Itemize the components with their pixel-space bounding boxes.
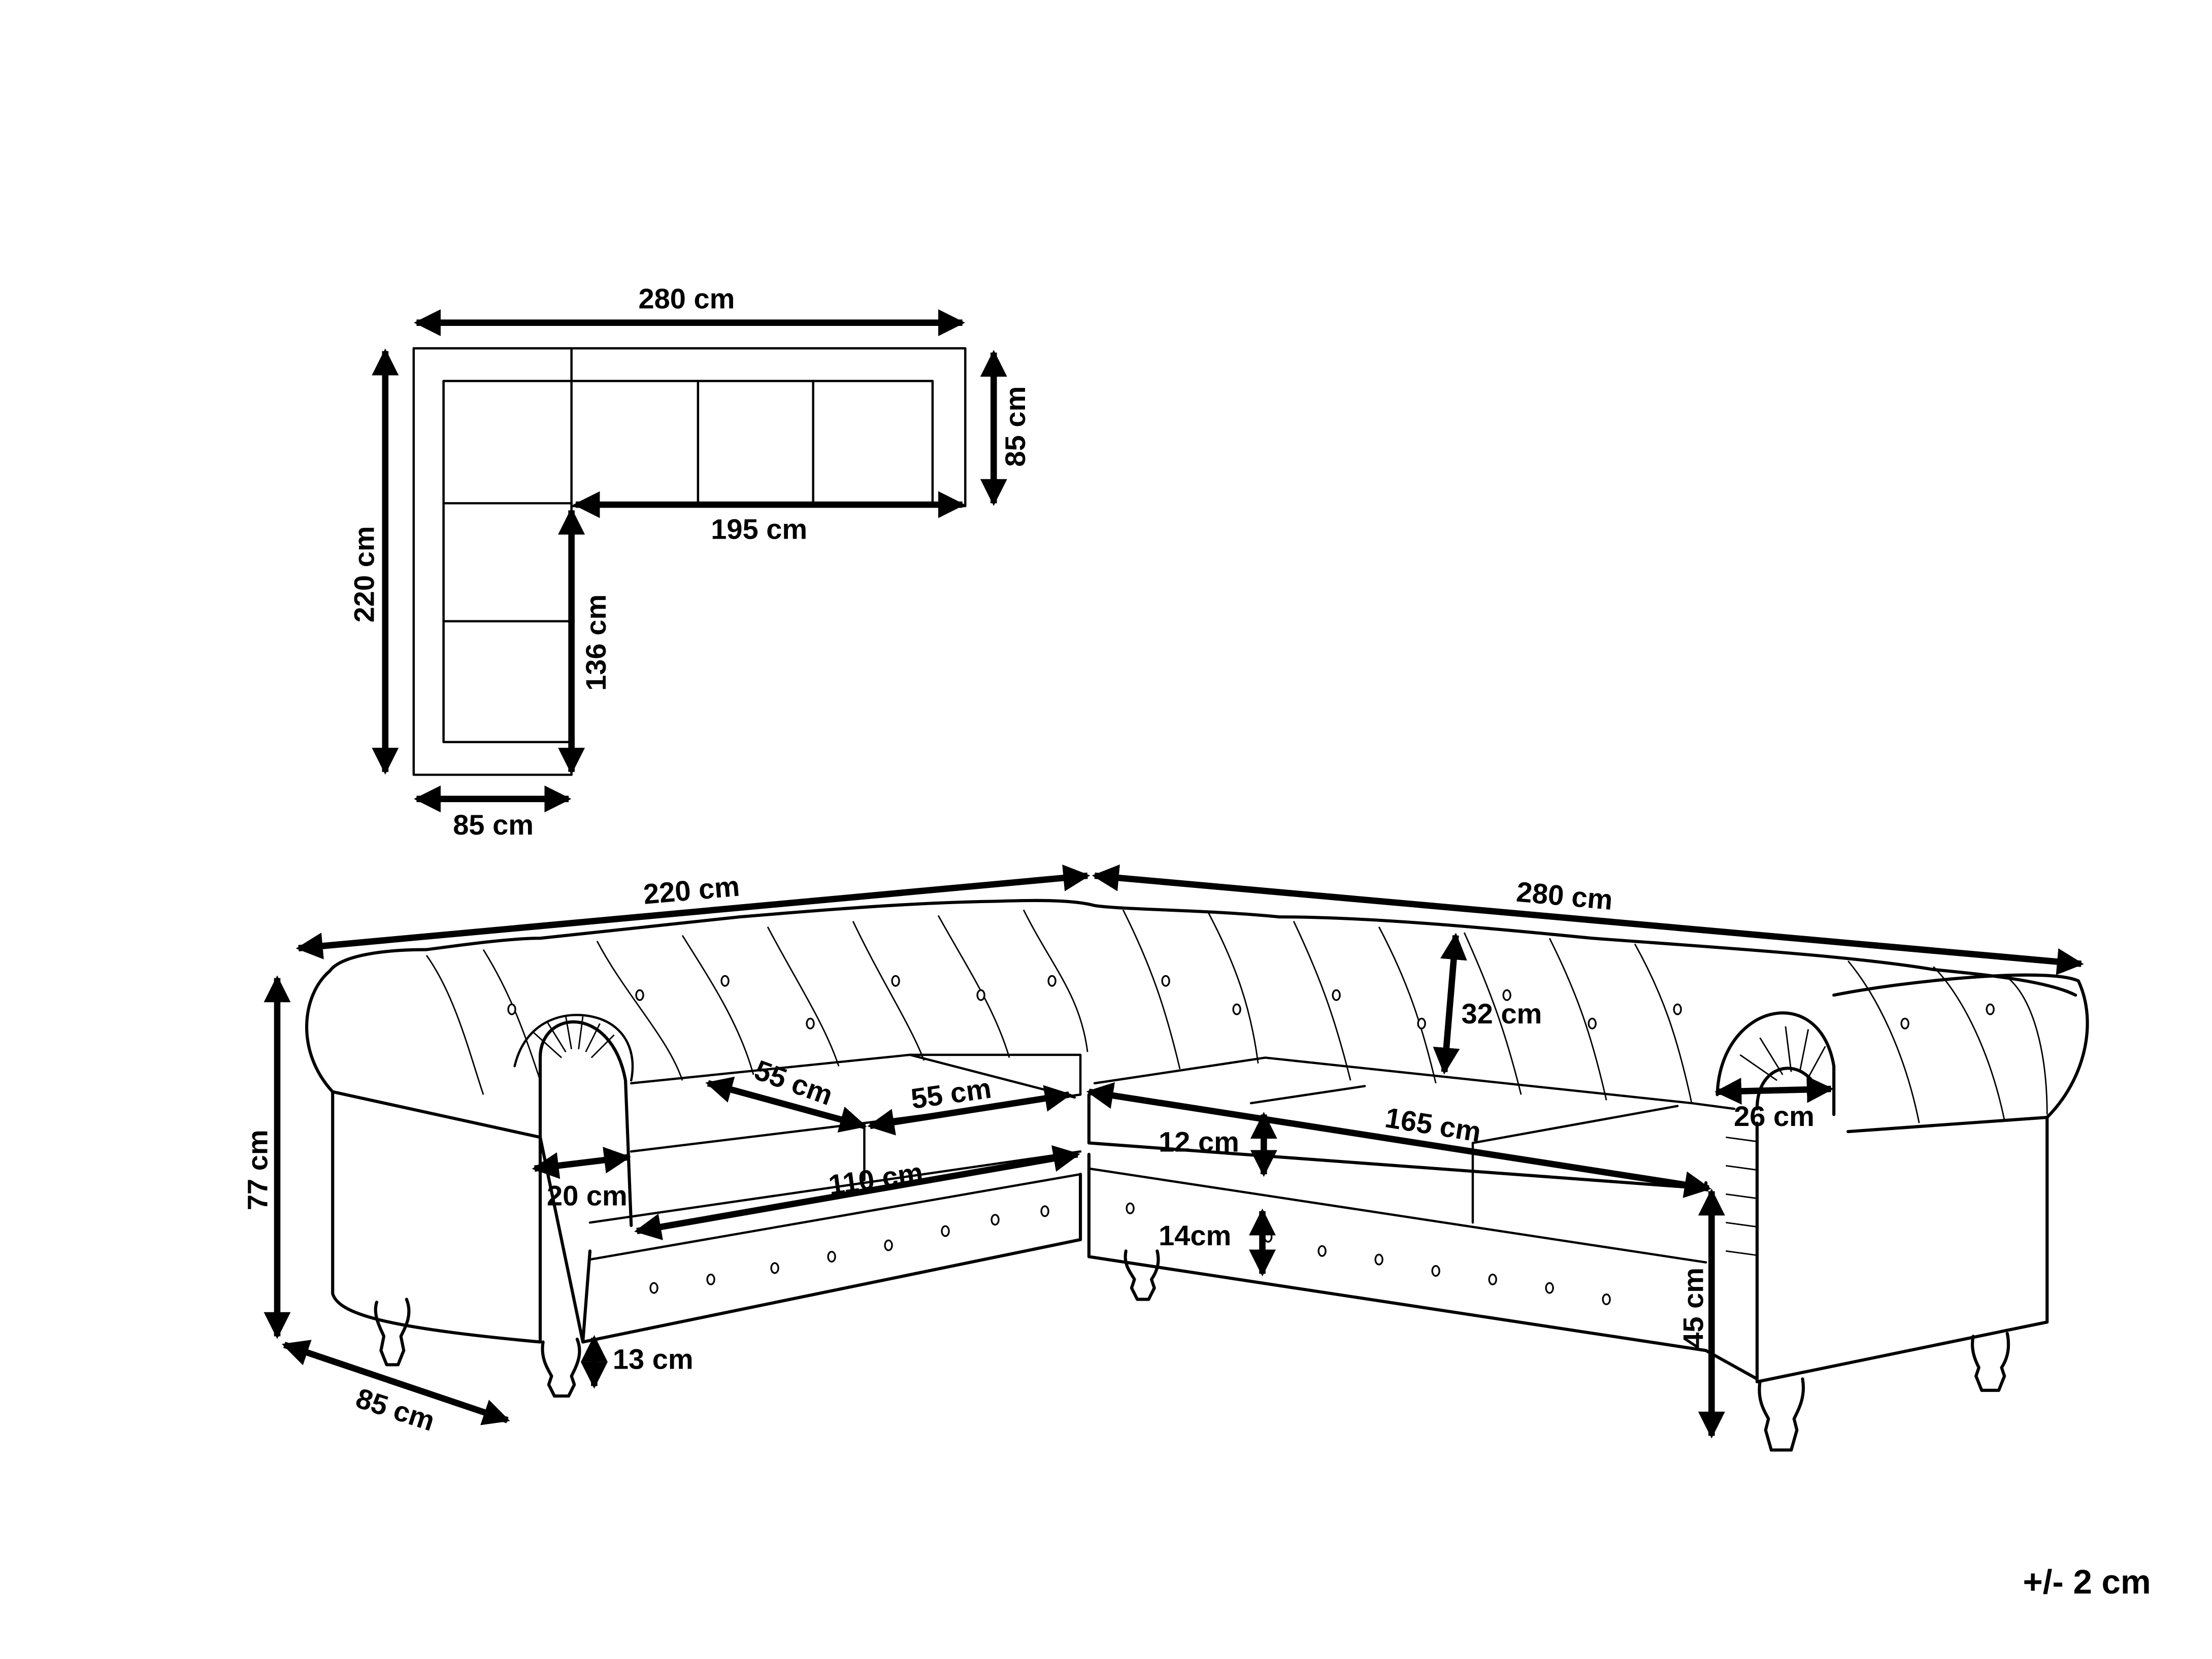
dim-label-armrest-roll: 26 cm <box>1734 1100 1814 1132</box>
left-base-bottom <box>581 1173 1082 1344</box>
right-base-outline <box>1087 1152 1759 1381</box>
dim-label-armrest-width: 20 cm <box>547 1180 628 1212</box>
dim-label-base-band: 14cm <box>1159 1219 1231 1251</box>
dim-label-right-length: 280 cm <box>1515 876 1614 916</box>
left-arm-fan <box>513 1014 634 1082</box>
dim-label-plan-depth: 220 cm <box>348 526 380 622</box>
dim-label-back-height: 32 cm <box>1462 998 1542 1030</box>
dim-label-height: 77 cm <box>241 1130 273 1210</box>
dim-label-plan-left-width: 85 cm <box>453 809 534 841</box>
dim-arrow-26 <box>1714 1076 1834 1105</box>
right-seat-divider-1 <box>1249 1085 1366 1105</box>
dim-arrow-20 <box>532 1146 631 1179</box>
right-arm-roll <box>1715 1011 1836 1116</box>
right-arm-top-roll <box>1832 973 2089 1119</box>
dim-label-plan-width: 280 cm <box>638 283 735 315</box>
dim-label-seat-depth-a: 55 cm <box>750 1054 837 1112</box>
left-back-top-edge <box>328 899 1281 973</box>
dim-label-seat-width-left: 110 cm <box>827 1156 925 1201</box>
base-buttons <box>649 1202 1611 1305</box>
dim-arrow-220-perspective <box>295 865 1091 959</box>
dim-label-seat-height: 45 cm <box>1677 1268 1709 1348</box>
right-arm-side <box>1755 1115 2049 1384</box>
left-arm-outer <box>305 969 542 1344</box>
right-arm-slats <box>1726 1136 1758 1256</box>
right-seat-divider-2 <box>1471 1105 1679 1144</box>
dim-arrow-110 <box>634 1145 1080 1240</box>
left-arm-front-top <box>331 1090 542 1139</box>
dim-label-cushion-thickness: 12 cm <box>1159 1125 1239 1157</box>
dim-arrow-280-perspective <box>1092 864 2084 975</box>
dim-arrow-55-b <box>867 1085 1072 1136</box>
left-seat-back-line <box>630 1053 1082 1096</box>
perspective-dimensions: 220 cm 280 cm 77 cm 85 cm 13 cm 32 cm 55… <box>241 864 2084 1439</box>
plan-inner-outline <box>442 380 934 744</box>
dim-label-left-length: 220 cm <box>642 870 741 910</box>
dim-label-plan-195: 195 cm <box>711 513 807 545</box>
top-view-plan: 280 cm 220 cm 85 cm 195 cm 136 cm 85 cm <box>348 283 1031 841</box>
dim-label-plan-136: 136 cm <box>580 594 612 691</box>
sofa-legs <box>374 1249 2010 1452</box>
dim-arrow-85-perspective <box>282 1340 510 1425</box>
dim-arrow-165 <box>1086 1082 1711 1198</box>
right-arm-fan-rays <box>1739 1026 1826 1081</box>
dim-label-plan-right-depth: 85 cm <box>999 386 1031 467</box>
right-seat-back-line <box>1093 1056 1736 1110</box>
dim-arrow-55-a <box>705 1076 867 1133</box>
dim-arrow-32 <box>1433 933 1467 1075</box>
left-arm-fan-rays <box>533 1016 615 1058</box>
back-buttons <box>507 975 1995 1030</box>
sofa-illustration <box>305 899 2089 1452</box>
dim-label-leg-height: 13 cm <box>613 1343 694 1375</box>
left-arm-roll-front <box>538 1020 633 1227</box>
plan-outer-outline <box>412 347 967 776</box>
tolerance-note: +/- 2 cm <box>2023 1563 2151 1601</box>
